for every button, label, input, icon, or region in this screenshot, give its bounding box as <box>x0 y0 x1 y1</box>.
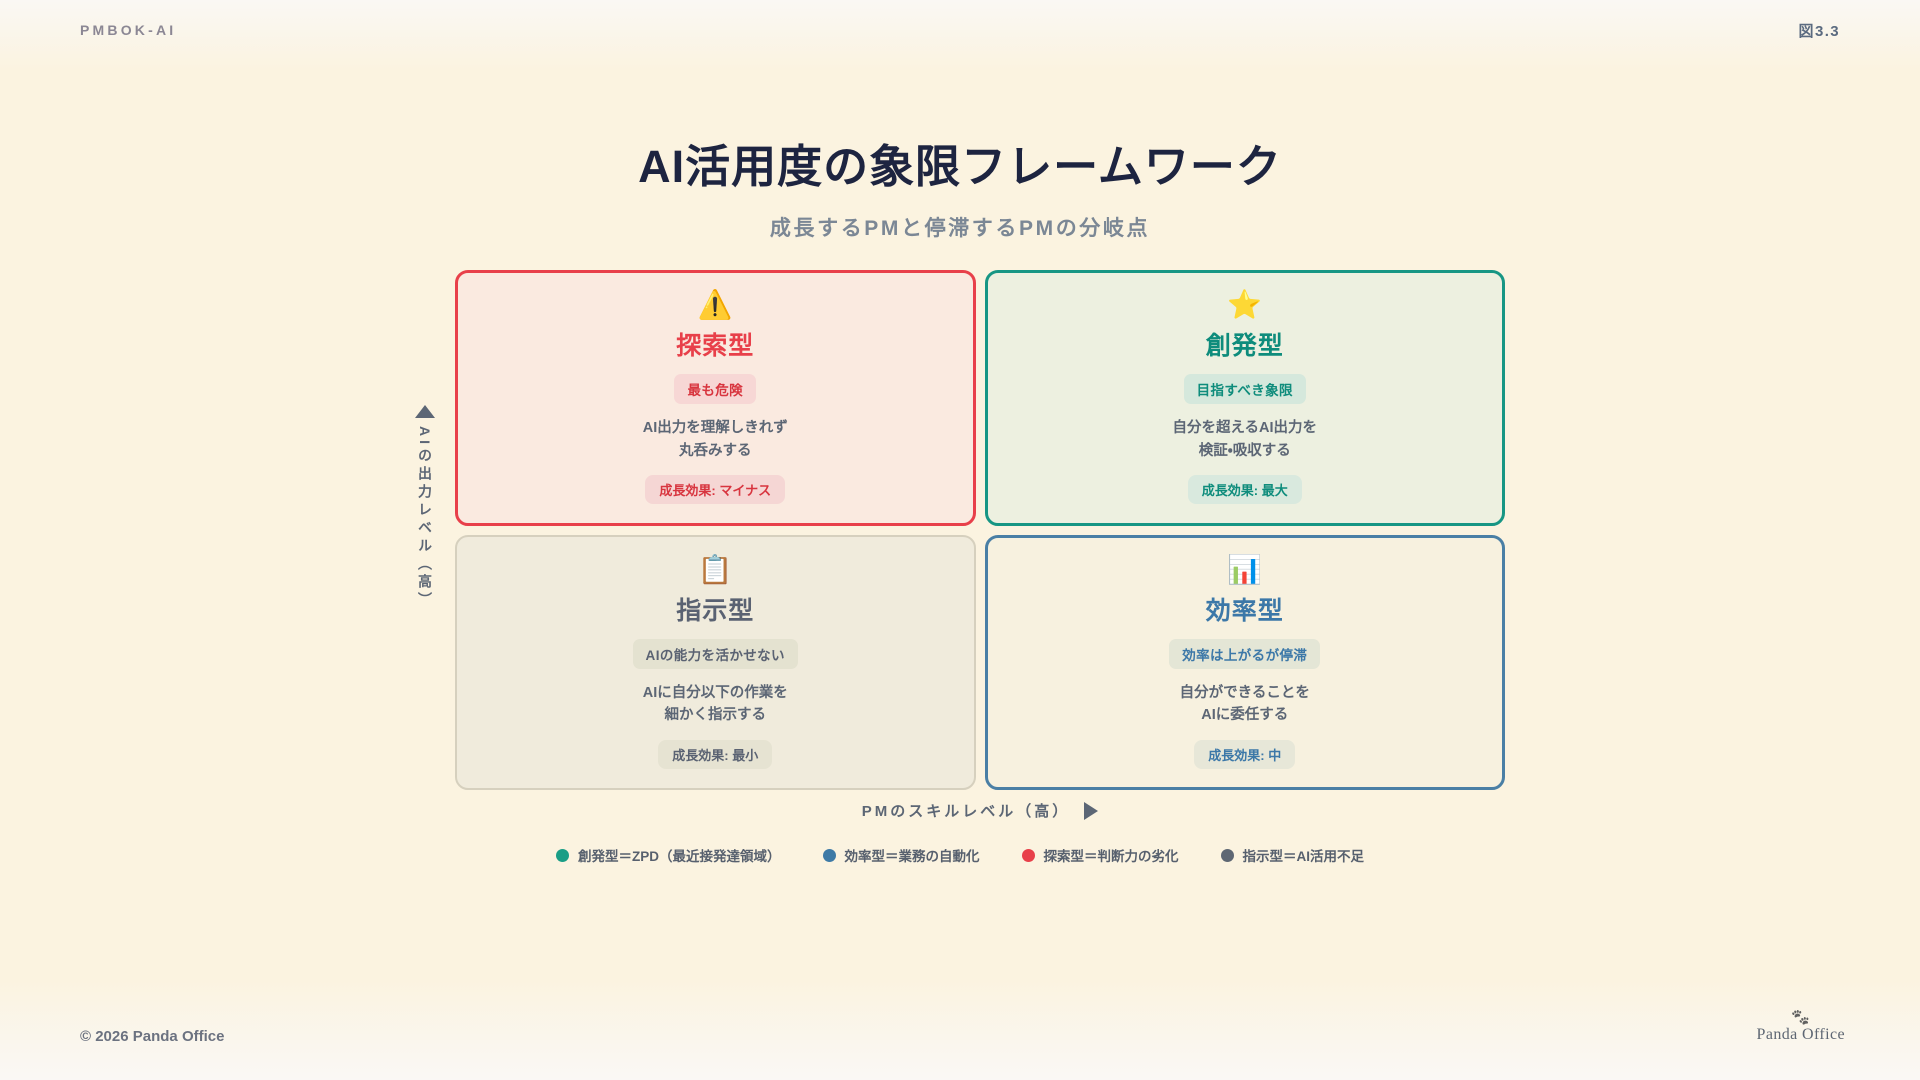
y-axis-label: AIの出力レベル（高） <box>417 426 433 610</box>
x-axis-label: PMのスキルレベル（高） <box>861 803 1071 820</box>
quadrant-badge: 効率は上がるが停滞 <box>1169 638 1321 669</box>
quadrant-description: AIに自分以下の作業を 細かく指示する <box>643 682 788 727</box>
copyright-text: © 2026 Panda Office <box>80 1028 225 1045</box>
right-arrow-icon <box>1084 801 1099 820</box>
legend-item: 効率型＝業務の自動化 <box>822 845 980 865</box>
bar-chart-icon: 📊 <box>1227 553 1263 585</box>
quadrant-card-direct[interactable]: 📋 指示型 AIの能力を活かせない AIに自分以下の作業を 細かく指示する 成長… <box>455 534 976 790</box>
top-bar: PMBOK-AI 図3.3 <box>0 0 1920 60</box>
page-title: AI活用度の象限フレームワーク <box>638 141 1282 192</box>
legend: 創発型＝ZPD（最近接発達領域） 効率型＝業務の自動化 探索型＝判断力の劣化 指… <box>0 845 1920 865</box>
legend-item: 探索型＝判断力の劣化 <box>1021 845 1179 865</box>
quadrant-effect: 成長効果: 中 <box>1194 739 1296 769</box>
y-axis: AIの出力レベル（高） <box>403 405 447 610</box>
legend-label: 効率型＝業務の自動化 <box>844 849 980 864</box>
quadrant-title: 探索型 <box>676 332 755 361</box>
quadrant-title: 効率型 <box>1205 596 1284 625</box>
legend-item: 指示型＝AI活用不足 <box>1220 845 1365 865</box>
quadrant-title: 指示型 <box>676 596 755 625</box>
x-axis: PMのスキルレベル（高） <box>455 800 1505 821</box>
legend-label: 創発型＝ZPD（最近接発達領域） <box>578 849 781 864</box>
legend-item: 創発型＝ZPD（最近接発達領域） <box>556 845 781 865</box>
legend-label: 指示型＝AI活用不足 <box>1242 849 1365 864</box>
figure-number: 図3.3 <box>1798 22 1840 40</box>
star-icon: ⭐ <box>1227 289 1263 321</box>
description-line-1: AI出力を理解しきれず <box>642 420 788 437</box>
quadrant-effect: 成長効果: 最小 <box>658 739 773 769</box>
quadrant-description: 自分を超えるAI出力を 検証・吸収する <box>1172 417 1317 462</box>
description-line-2: AIに委任する <box>1201 707 1289 724</box>
quadrant-matrix: ⚠️ 探索型 最も危険 AI出力を理解しきれず 丸呑みする 成長効果: マイナス… <box>455 270 1505 790</box>
legend-color-dot <box>822 848 836 862</box>
page-subtitle: 成長するPMと停滞するPMの分岐点 <box>769 217 1151 240</box>
quadrant-title: 創発型 <box>1205 332 1284 361</box>
quadrant-card-emerge[interactable]: ⭐ 創発型 目指すべき象限 自分を超えるAI出力を 検証・吸収する 成長効果: … <box>984 270 1505 526</box>
logo-label: Panda Office <box>1756 1026 1845 1043</box>
quadrant-description: AI出力を理解しきれず 丸呑みする <box>643 417 788 462</box>
quadrant-badge: 最も危険 <box>674 374 757 405</box>
quadrant-description: 自分ができることを AIに委任する <box>1180 682 1310 727</box>
description-line-2: 丸呑みする <box>679 442 752 459</box>
up-arrow-icon <box>415 405 435 418</box>
quadrant-card-explore[interactable]: ⚠️ 探索型 最も危険 AI出力を理解しきれず 丸呑みする 成長効果: マイナス <box>455 270 976 526</box>
paw-print-icon: 🐾 <box>1791 1009 1811 1026</box>
description-line-2: 検証・吸収する <box>1198 442 1291 459</box>
quadrant-effect: 成長効果: 最大 <box>1187 475 1302 505</box>
description-line-2: 細かく指示する <box>664 707 767 724</box>
brand-logo: 🐾 Panda Office <box>1757 1010 1845 1044</box>
brand-label: PMBOK-AI <box>80 22 177 38</box>
quadrant-badge: 目指すべき象限 <box>1183 374 1306 405</box>
clipboard-icon: 📋 <box>697 553 733 585</box>
description-line-1: 自分を超えるAI出力を <box>1172 420 1318 437</box>
description-line-1: 自分ができることを <box>1179 684 1310 701</box>
quadrant-card-efficiency[interactable]: 📊 効率型 効率は上がるが停滞 自分ができることを AIに委任する 成長効果: … <box>984 534 1505 790</box>
quadrant-effect: 成長効果: マイナス <box>645 475 786 505</box>
warning-icon: ⚠️ <box>697 289 733 321</box>
legend-color-dot <box>1220 848 1234 862</box>
legend-label: 探索型＝判断力の劣化 <box>1043 849 1179 864</box>
legend-color-dot <box>1021 848 1035 862</box>
legend-color-dot <box>556 848 569 862</box>
description-line-1: AIに自分以下の作業を <box>642 684 788 701</box>
quadrant-badge: AIの能力を活かせない <box>632 638 798 669</box>
